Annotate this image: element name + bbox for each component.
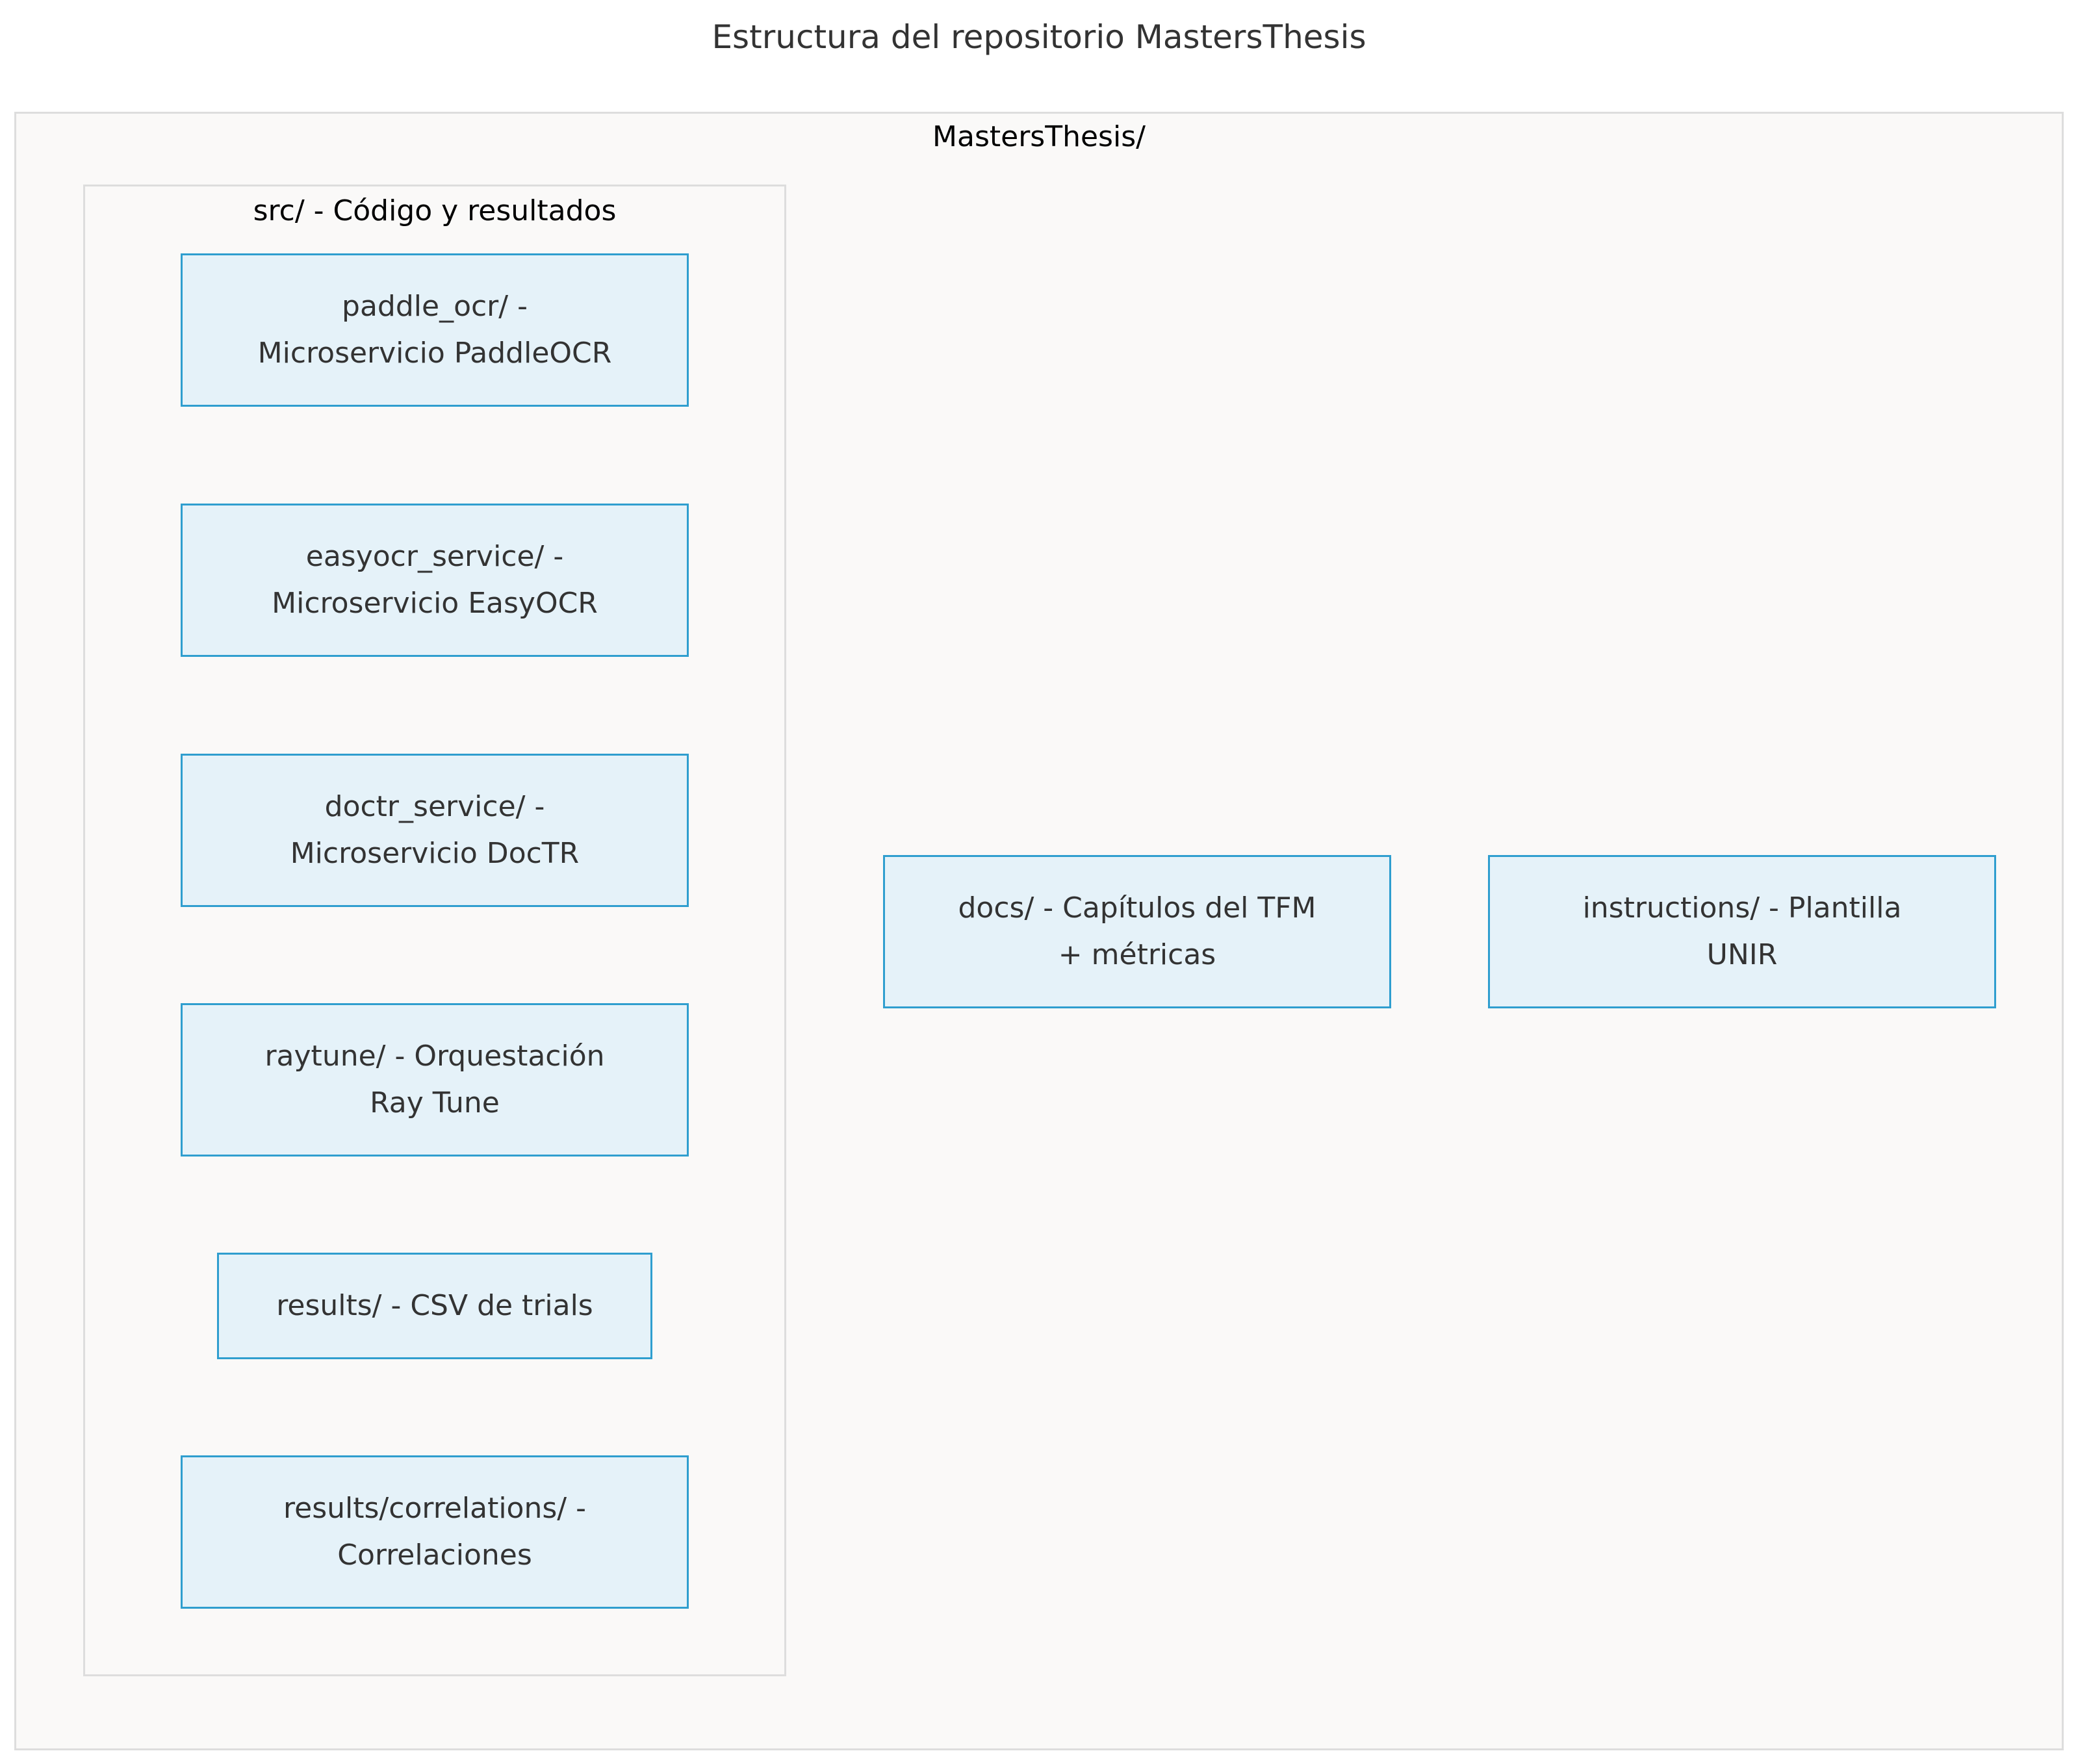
- node-raytune-line1: raytune/ - Orquestación: [264, 1040, 605, 1073]
- node-docs: docs/ - Capítulos del TFM + métricas: [883, 855, 1391, 1008]
- node-docs-line2: + métricas: [1058, 938, 1216, 971]
- node-docs-line1: docs/ - Capítulos del TFM: [958, 891, 1316, 925]
- node-raytune-line2: Ray Tune: [370, 1086, 500, 1119]
- node-results-line1: results/ - CSV de trials: [276, 1289, 593, 1322]
- node-easyocr-service: easyocr_service/ - Microservicio EasyOCR: [181, 504, 689, 657]
- node-paddle-ocr-line1: paddle_ocr/ -: [342, 290, 528, 323]
- node-doctr-service-line1: doctr_service/ -: [324, 790, 545, 823]
- node-paddle-ocr-line2: Microservicio PaddleOCR: [257, 337, 612, 370]
- node-instructions-line2: UNIR: [1706, 938, 1778, 971]
- node-doctr-service-line2: Microservicio DocTR: [290, 837, 580, 870]
- node-paddle-ocr: paddle_ocr/ - Microservicio PaddleOCR: [181, 253, 689, 407]
- node-easyocr-service-line1: easyocr_service/ -: [305, 540, 564, 573]
- node-instructions-line1: instructions/ - Plantilla: [1582, 891, 1902, 925]
- cluster-label-src: src/ - Código y resultados: [253, 194, 617, 227]
- diagram-title: Estructura del repositorio MastersThesis: [712, 18, 1366, 56]
- node-results-correlations-line1: results/correlations/ -: [283, 1492, 586, 1525]
- node-instructions: instructions/ - Plantilla UNIR: [1488, 855, 1996, 1008]
- node-results-correlations-line2: Correlaciones: [337, 1539, 532, 1572]
- cluster-src: src/ - Código y resultados: [83, 185, 786, 1676]
- node-results: results/ - CSV de trials: [217, 1253, 652, 1359]
- node-doctr-service: doctr_service/ - Microservicio DocTR: [181, 754, 689, 907]
- node-raytune: raytune/ - Orquestación Ray Tune: [181, 1003, 689, 1157]
- node-results-correlations: results/correlations/ - Correlaciones: [181, 1455, 689, 1609]
- node-easyocr-service-line2: Microservicio EasyOCR: [272, 587, 598, 620]
- cluster-label-mastersthesis: MastersThesis/: [932, 120, 1146, 153]
